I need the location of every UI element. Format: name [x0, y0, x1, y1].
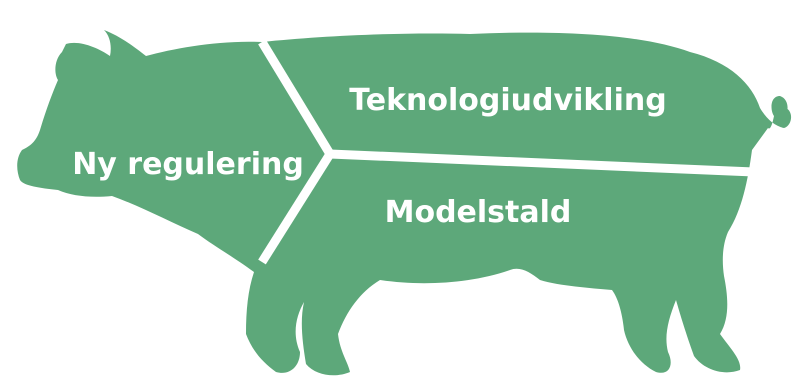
region-label-belly: Modelstald: [385, 195, 572, 230]
region-label-head: Ny regulering: [72, 147, 304, 182]
region-label-back: Teknologiudvikling: [349, 83, 666, 118]
